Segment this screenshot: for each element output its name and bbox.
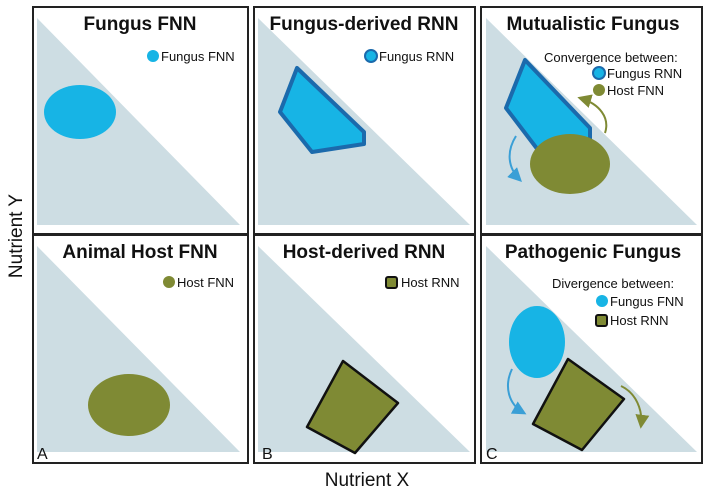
panel-animal-host-fnn: Animal Host FNN Host FNN A [32,234,249,464]
legend-marker-host-rnn [385,276,398,289]
legend-label: Host FNN [177,275,234,290]
panel-title: Fungus-derived RNN [270,14,459,35]
panel-title: Animal Host FNN [62,242,217,263]
legend-label: Host RNN [401,275,460,290]
legend-label: Host RNN [610,313,669,328]
x-axis-label: Nutrient X [325,470,410,491]
panel-fungus-derived-rnn: Fungus-derived RNN Fungus RNN [253,6,476,235]
nutrient-space-triangle [258,18,470,225]
convergence-arrow-olive [577,94,608,134]
host-fnn-region [88,374,170,436]
nutrient-space-triangle [37,18,240,225]
host-fnn-region [530,134,610,194]
legend-label: Fungus RNN [379,49,454,64]
panel-letter: A [37,446,48,463]
legend-marker-host-fnn [163,276,175,288]
legend-marker-fungus-fnn [596,295,608,307]
panel-title: Mutualistic Fungus [506,14,679,35]
legend-label: Fungus FNN [161,49,235,64]
legend-marker-fungus-rnn [592,66,606,80]
host-rnn-region [531,357,626,452]
y-axis-label: Nutrient Y [6,194,27,278]
legend-marker-fungus-rnn [364,49,378,63]
panel-host-derived-rnn: Host-derived RNN Host RNN B [253,234,476,464]
divergence-arrow-blue [507,368,527,415]
nutrient-space-triangle [37,246,240,452]
convergence-arrow-blue [507,135,522,182]
legend-label: Fungus RNN [607,66,682,81]
fungus-fnn-region [509,306,565,378]
divergence-arrow-olive [620,385,650,429]
panel-title: Pathogenic Fungus [505,242,681,263]
fungus-rnn-region [278,66,366,154]
panel-letter: C [486,446,498,463]
panel-mutualistic-fungus: Mutualistic Fungus Convergence between: … [480,6,703,235]
legend-heading: Convergence between: [544,50,678,65]
panel-letter: B [262,446,273,463]
legend-marker-host-rnn [595,314,608,327]
nutrient-space-triangle [486,246,697,452]
legend-heading: Divergence between: [552,276,674,291]
fungus-fnn-region [44,85,116,139]
legend-label: Fungus FNN [610,294,684,309]
panel-title: Host-derived RNN [283,242,446,263]
legend-marker-host-fnn [593,84,605,96]
nutrient-space-triangle [258,246,470,452]
panel-fungus-fnn: Fungus FNN Fungus FNN [32,6,249,235]
legend-marker-fungus-fnn [147,50,159,62]
panel-pathogenic-fungus: Pathogenic Fungus Divergence between: Fu… [480,234,703,464]
host-rnn-region [305,359,400,455]
legend-label: Host FNN [607,83,664,98]
panel-title: Fungus FNN [84,14,197,35]
